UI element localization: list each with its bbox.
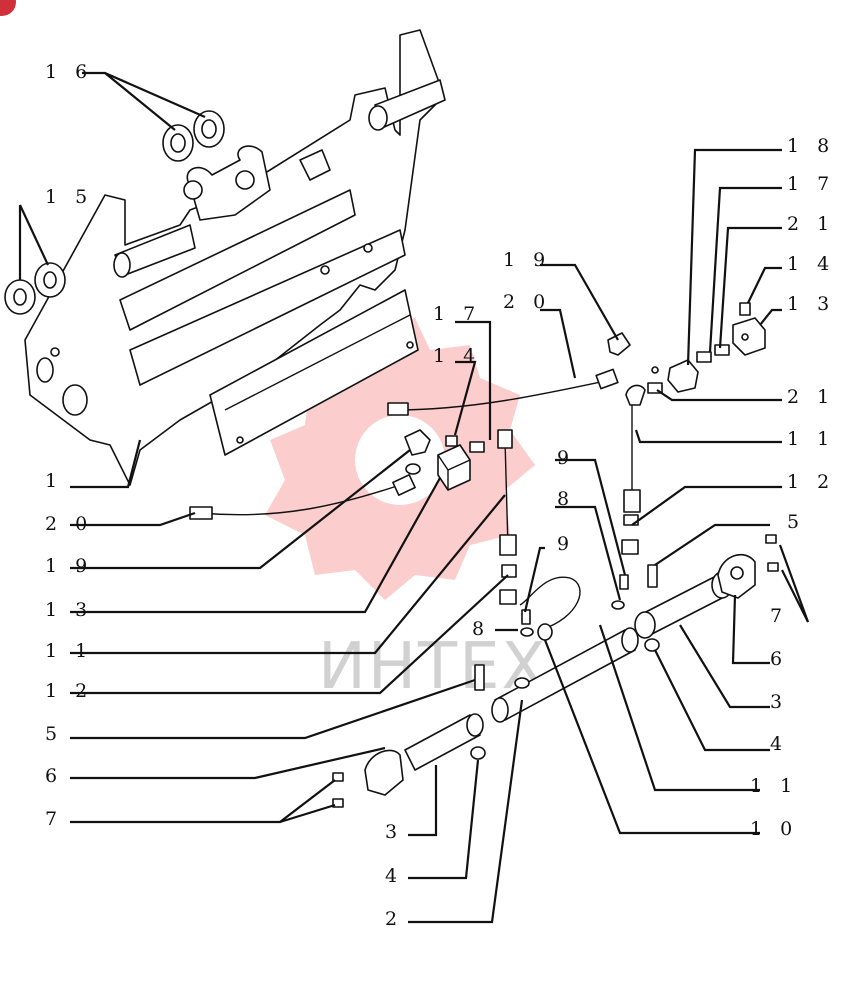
leader-lines — [18, 71, 810, 924]
callout-20-left: 2 0 — [45, 513, 93, 535]
cylinder-lower-icon — [491, 623, 639, 723]
adapter-17-upper-icon — [696, 351, 712, 363]
callout-17-right: 1 7 — [787, 173, 835, 195]
callout-19-right: 1 9 — [503, 249, 551, 271]
callout-8-lower: 8 — [472, 618, 490, 640]
callout-21-upper: 2 1 — [787, 213, 835, 235]
callout-12-right: 1 2 — [787, 471, 835, 493]
nut-4-lower-icon — [470, 746, 486, 760]
washer-16-icon — [162, 110, 225, 162]
callout-11-right: 1 1 — [787, 428, 835, 450]
corner-badge-icon — [0, 0, 16, 16]
callout-15: 1 5 — [45, 186, 93, 208]
hose-20-lower-icon — [189, 474, 416, 520]
nut-21-lower-icon — [647, 382, 663, 394]
screw-7-upper-icon — [765, 534, 779, 572]
block-13-lower-icon — [437, 444, 471, 491]
callout-14-left: 1 4 — [433, 345, 481, 367]
callout-7-right: 7 — [770, 605, 788, 627]
callout-13-left: 1 3 — [45, 599, 93, 621]
callout-6-right: 6 — [770, 648, 788, 670]
callout-14-right: 1 4 — [787, 253, 835, 275]
flange-6-upper-icon — [717, 553, 756, 599]
callout-17-left: 1 7 — [433, 303, 481, 325]
hose-11-left-icon — [497, 429, 517, 556]
flange-6-lower-icon — [364, 749, 404, 796]
cylinder-upper-icon — [634, 571, 733, 639]
callout-10: 1 0 — [750, 818, 798, 840]
callout-5-right: 5 — [787, 511, 805, 533]
union-12-right-icon — [621, 514, 639, 555]
callout-11-left: 1 1 — [45, 640, 93, 662]
callout-19-left: 1 9 — [45, 555, 93, 577]
hose-11-right-icon — [623, 384, 646, 513]
plug-14-lower-icon — [445, 435, 458, 447]
adapter-17-lower-icon — [469, 441, 485, 453]
bolt-5-lower-icon — [474, 664, 485, 691]
callout-13-right: 1 3 — [787, 293, 835, 315]
coupler-frame — [24, 29, 446, 486]
callout-18: 1 8 — [787, 135, 835, 157]
callout-labels: 1 6 1 5 1 2 0 1 9 1 3 1 1 1 2 5 6 7 3 4 … — [45, 61, 835, 930]
screw-7-lower-icon — [332, 772, 344, 808]
callout-12-left: 1 2 — [45, 680, 93, 702]
callout-4-left: 4 — [385, 865, 403, 887]
callout-16: 1 6 — [45, 61, 93, 83]
callout-20-right: 2 0 — [503, 291, 551, 313]
pin-3-lower-icon — [404, 713, 484, 771]
hose-20-upper-icon — [387, 368, 619, 416]
hose-11-loop-icon — [519, 576, 581, 631]
nut-4-upper-icon — [644, 638, 660, 652]
callout-3-right: 3 — [770, 691, 788, 713]
callout-8-upper: 8 — [557, 488, 575, 510]
elbow-19-upper-icon — [607, 332, 631, 356]
callout-2: 2 — [385, 908, 403, 930]
washer-8-icon — [520, 600, 625, 637]
bolt-9-icon — [521, 574, 629, 625]
callout-7-left: 7 — [45, 808, 63, 830]
callout-1: 1 — [45, 470, 63, 492]
washer-15-icon — [4, 262, 66, 315]
callout-6-left: 6 — [45, 765, 63, 787]
callout-21-lower: 2 1 — [787, 386, 835, 408]
elbow-19-lower-icon — [404, 429, 431, 475]
callout-5-left: 5 — [45, 723, 63, 745]
callout-4-right: 4 — [770, 733, 788, 755]
nut-21-upper-icon — [714, 344, 730, 356]
callout-9-lower: 9 — [557, 533, 575, 555]
union-12-left-icon — [499, 564, 517, 605]
callout-11-bottom: 1 1 — [750, 775, 798, 797]
block-13-upper-icon — [732, 317, 766, 356]
watermark-text: ИНТЕХ — [318, 630, 547, 704]
bolt-5-upper-icon — [647, 564, 658, 588]
plug-14-upper-icon — [739, 302, 751, 316]
callout-3-left: 3 — [385, 821, 403, 843]
callout-9-upper: 9 — [557, 447, 575, 469]
